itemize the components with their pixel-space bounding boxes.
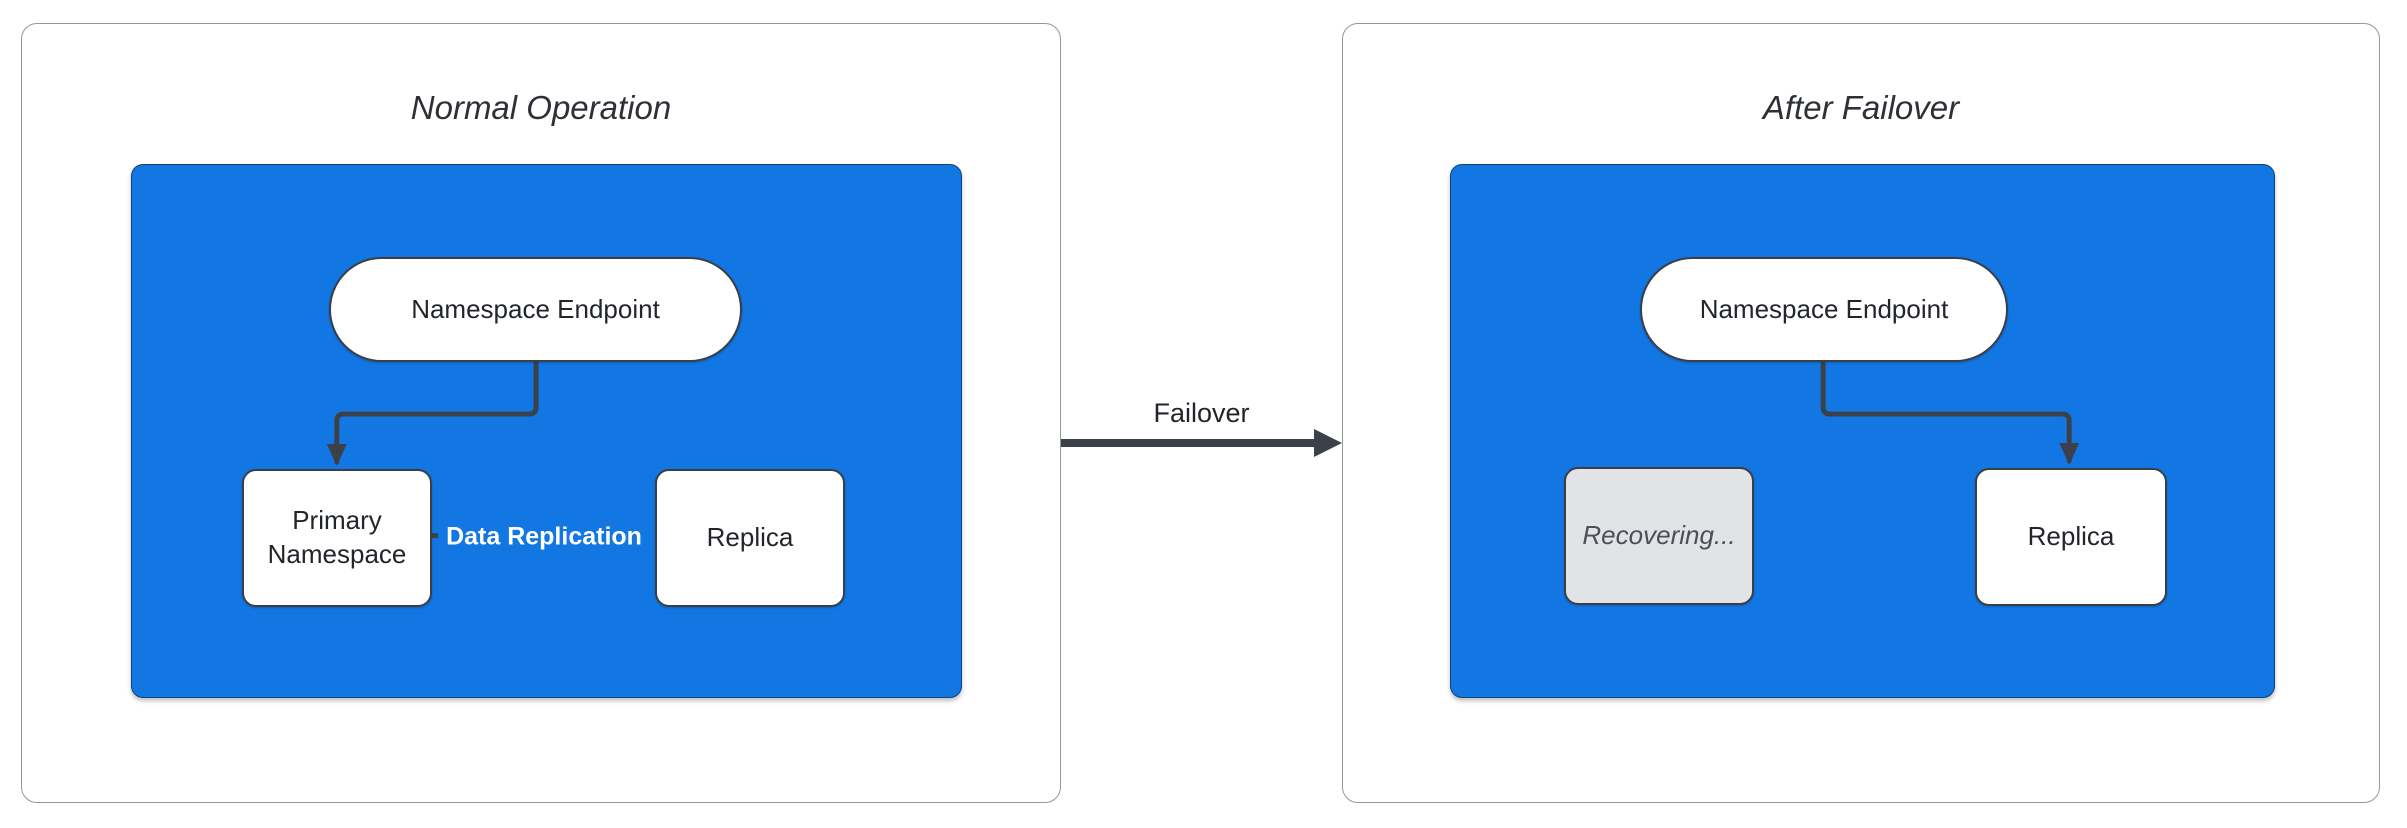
node-replica-left: Replica (655, 469, 845, 607)
panel-title-after-failover: After Failover (1762, 89, 1960, 126)
cluster-box-normal: Namespace Endpoint Primary Namespace Rep… (131, 164, 962, 698)
failover-arrowhead-icon (1314, 429, 1342, 457)
node-namespace-endpoint-right: Namespace Endpoint (1640, 257, 2008, 362)
node-recovering: Recovering... (1564, 467, 1754, 605)
node-primary-namespace: Primary Namespace (242, 469, 432, 607)
cluster-box-failover: Namespace Endpoint Recovering... Replica (1450, 164, 2275, 698)
node-replica-right: Replica (1975, 468, 2167, 606)
failover-arrow-group: Failover (1061, 398, 1342, 473)
endpoint-to-primary-arrow (326, 358, 647, 546)
endpoint-to-replica-arrow (1820, 358, 2080, 465)
panel-title-normal-operation: Normal Operation (410, 89, 672, 126)
data-replication-label: Data Replication (438, 520, 650, 554)
failover-arrow-shaft (1061, 439, 1317, 447)
panel-after-failover: After Failover Namespace Endpoint Recove… (1342, 23, 2380, 803)
node-namespace-endpoint-left: Namespace Endpoint (329, 257, 742, 362)
failover-label: Failover (1153, 398, 1250, 428)
panel-normal-operation: Normal Operation Namespace Endpoint Prim… (21, 23, 1061, 803)
